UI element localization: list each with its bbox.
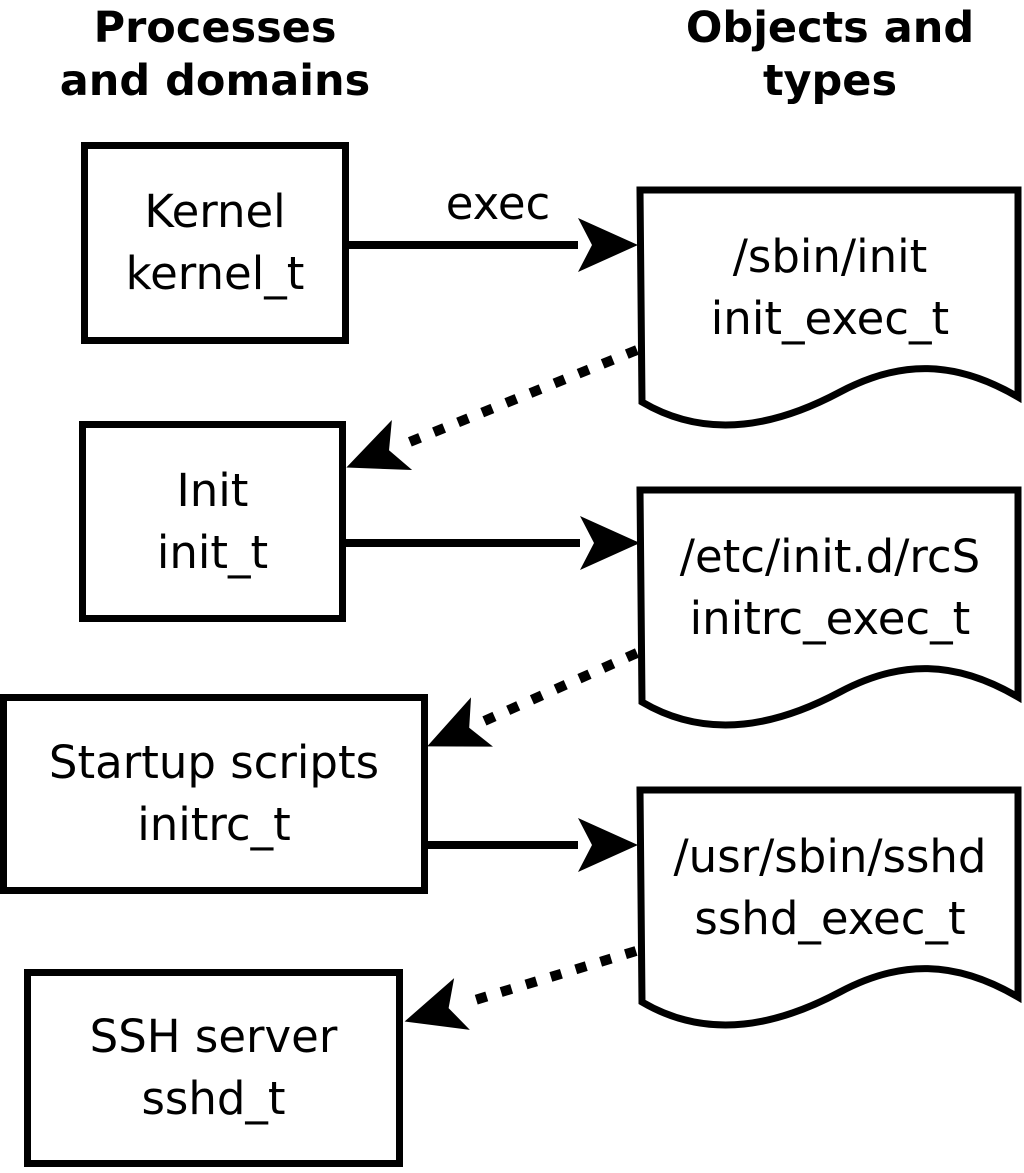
dotted-arrow-init-exec-to-init [346, 345, 639, 471]
process-name-label: Kernel [144, 185, 286, 238]
document-shape-sshd-exec [636, 786, 1022, 1029]
process-box-ssh-server: SSH server sshd_t [24, 969, 403, 1167]
process-box-init: Init init_t [79, 421, 346, 622]
process-type-label: sshd_t [141, 1072, 286, 1125]
process-name-label: SSH server [89, 1010, 338, 1063]
column-heading-objects: Objects and types [685, 3, 975, 106]
process-type-label: initrc_t [137, 798, 291, 851]
process-name-label: Startup scripts [48, 736, 380, 789]
dotted-arrow-sshd-exec-to-sshd [404, 946, 638, 1030]
exec-arrow-label: exec [445, 177, 551, 230]
column-heading-processes: Processes and domains [59, 3, 371, 106]
dotted-arrow-initrc-exec-to-initrc [427, 648, 640, 747]
process-box-startup-scripts: Startup scripts initrc_t [0, 694, 428, 894]
document-shape-init-exec [636, 186, 1022, 429]
process-type-label: kernel_t [125, 247, 305, 300]
process-name-label: Init [176, 463, 249, 517]
document-shape-initrc-exec [636, 486, 1022, 729]
process-type-label: init_t [156, 525, 269, 579]
process-box-kernel: Kernel kernel_t [81, 142, 349, 344]
